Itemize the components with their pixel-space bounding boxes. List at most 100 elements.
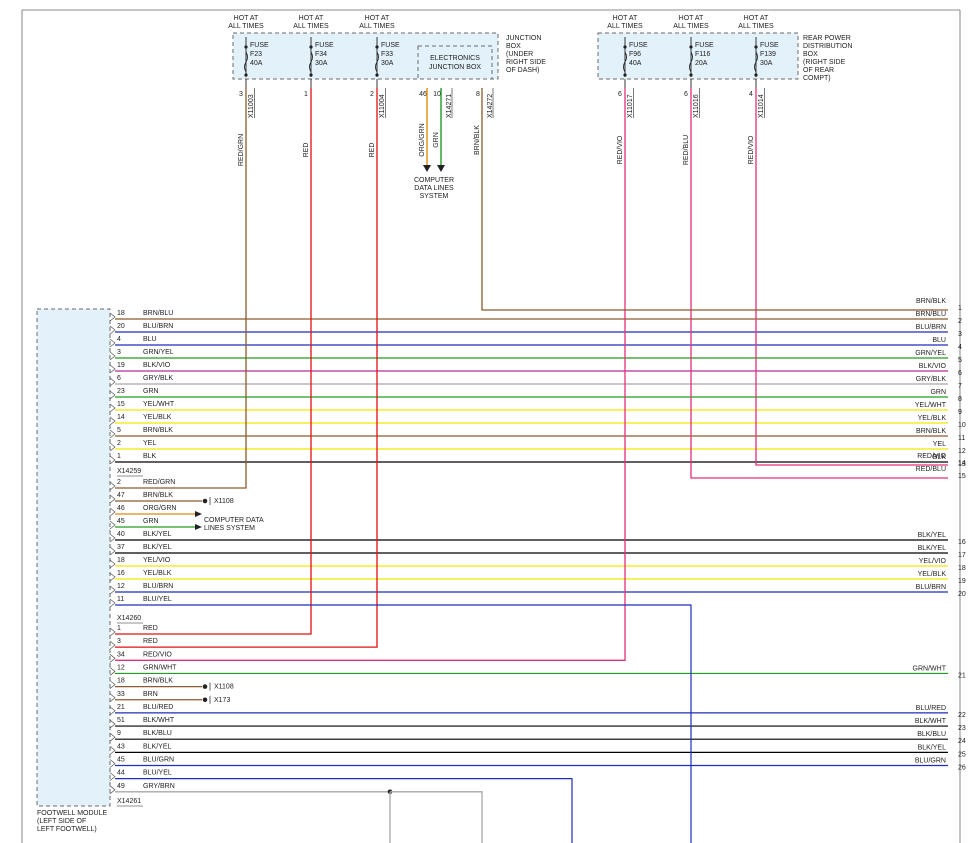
cdl-arrow-icon xyxy=(423,165,431,172)
left-wire-color-label: BLU/YEL xyxy=(143,596,172,603)
hot-at-all-times-label: HOT AT xyxy=(234,15,259,22)
splice-label: X1108 xyxy=(214,684,234,691)
right-reference-number: 24 xyxy=(958,738,966,745)
wire-red-vio xyxy=(115,88,626,661)
right-wire-color-label: BLU/BRN xyxy=(916,324,946,331)
wire-red xyxy=(115,88,312,635)
left-wire-color-label: GRN/WHT xyxy=(143,664,177,671)
left-pin-number: 12 xyxy=(117,583,125,590)
right-wire-color-label: BLK/YEL xyxy=(918,532,947,539)
right-reference-number: 16 xyxy=(958,539,966,546)
left-pin-number: 46 xyxy=(117,505,125,512)
fuse-connector-label: X11003 xyxy=(248,94,255,118)
left-wire-color-label: GRN xyxy=(143,388,159,395)
left-wire-color-label: ORG/GRN xyxy=(143,505,176,512)
cdl-top-label: SYSTEM xyxy=(420,193,449,200)
right-wire-color-label: BLK/WHT xyxy=(915,718,947,725)
left-pin-number: 37 xyxy=(117,544,125,551)
left-wire-color-label: BLU/GRN xyxy=(143,757,174,764)
left-wire-color-label: GRY/BRN xyxy=(143,783,175,790)
right-reference-number: 6 xyxy=(958,370,962,377)
wire-gry-brn xyxy=(390,791,483,843)
fuse-pin-number: 6 xyxy=(684,91,688,98)
wire-blu-yel xyxy=(115,604,692,843)
wire-red-blu xyxy=(690,88,948,479)
left-wire-color-label: GRN/YEL xyxy=(143,349,174,356)
fuse-terminal xyxy=(244,73,248,77)
left-pin-number: 45 xyxy=(117,518,125,525)
left-wire-color-label: RED/GRN xyxy=(143,479,175,486)
splice-icon xyxy=(202,498,208,504)
right-reference-number: 4 xyxy=(958,344,962,351)
left-pin-number: 12 xyxy=(117,664,125,671)
electronics-jb-label: ELECTRONICS xyxy=(430,55,480,62)
fuse-pin-number: 3 xyxy=(239,91,243,98)
connector-label: X14260 xyxy=(117,615,141,622)
right-wire-color-label: RED/VIO xyxy=(917,453,946,460)
pin-bracket xyxy=(109,546,116,556)
fuse-label: 40A xyxy=(629,60,642,67)
right-reference-number: 18 xyxy=(958,565,966,572)
rear-box-label: BOX xyxy=(803,51,818,58)
pin-bracket xyxy=(109,706,116,716)
hot-at-all-times-label: HOT AT xyxy=(744,15,769,22)
fuse-icon xyxy=(375,51,379,73)
left-wire-color-label: BLK/WHT xyxy=(143,717,175,724)
left-wire-color-label: BLK/VIO xyxy=(143,362,171,369)
pin-bracket xyxy=(109,442,116,452)
right-wire-color-label: BRN/BLK xyxy=(916,428,946,435)
wire-blu-yel xyxy=(115,778,573,843)
fuse-terminal xyxy=(244,45,248,49)
fuse-pin-number: 1 xyxy=(304,91,308,98)
fuse-label: FUSE xyxy=(250,42,269,49)
junction-box-label: RIGHT SIDE xyxy=(506,59,546,66)
left-pin-number: 3 xyxy=(117,349,121,356)
right-wire-color-label: BLK/YEL xyxy=(918,545,947,552)
left-wire-color-label: BRN/BLK xyxy=(143,427,173,434)
right-wire-color-label: BLK/BLU xyxy=(917,731,946,738)
fuse-icon xyxy=(623,51,627,73)
hot-at-all-times-label: HOT AT xyxy=(679,15,704,22)
left-pin-number: 44 xyxy=(117,770,125,777)
hot-at-all-times-label: HOT AT xyxy=(365,15,390,22)
fuse-connector-label: X11004 xyxy=(379,94,386,118)
fuse-terminal xyxy=(754,73,758,77)
fuse-label: F33 xyxy=(381,51,393,58)
pin-bracket xyxy=(109,520,116,530)
pin-bracket xyxy=(109,746,116,755)
pin-bracket xyxy=(109,627,116,637)
right-reference-number: 10 xyxy=(958,422,966,429)
fuse-terminal xyxy=(309,73,313,77)
right-wire-color-label: BLK/VIO xyxy=(919,363,947,370)
left-wire-color-label: GRN xyxy=(143,518,159,525)
right-reference-number: 15 xyxy=(958,473,966,480)
electronics-junction-box xyxy=(417,45,493,80)
pin-bracket xyxy=(109,559,116,569)
left-wire-color-label: BRN/BLK xyxy=(143,678,173,685)
fuse-label: F96 xyxy=(629,51,641,58)
right-wire-color-label: BLU/BRN xyxy=(916,584,946,591)
fuse-terminal xyxy=(623,45,627,49)
left-pin-number: 18 xyxy=(117,557,125,564)
left-pin-number: 18 xyxy=(117,310,125,317)
left-wire-color-label: BRN/BLK xyxy=(143,492,173,499)
right-wire-color-label: BLK xyxy=(933,454,947,461)
ejb-connector-label: X14272 xyxy=(487,94,494,118)
fuse-label: FUSE xyxy=(381,42,400,49)
cdl-mid-label: COMPUTER DATA xyxy=(204,517,264,524)
right-wire-color-label: GRN/YEL xyxy=(915,350,946,357)
fuse-label: 30A xyxy=(760,60,773,67)
fuse-wire-color-label: RED xyxy=(303,143,310,158)
pin-bracket xyxy=(109,390,116,400)
right-reference-number: 25 xyxy=(958,751,966,758)
pin-bracket xyxy=(109,351,116,361)
left-wire-color-label: YEL/VIO xyxy=(143,557,171,564)
fuse-wire-color-label: RED/VIO xyxy=(617,135,624,164)
left-wire-color-label: BLU xyxy=(143,336,157,343)
pin-bracket xyxy=(109,759,116,768)
left-wire-color-label: YEL xyxy=(143,440,156,447)
left-wire-color-label: BLK/YEL xyxy=(143,531,172,538)
ejb-pin-number: 8 xyxy=(476,91,480,98)
left-wire-color-label: YEL/BLK xyxy=(143,414,172,421)
pin-bracket xyxy=(109,719,116,729)
